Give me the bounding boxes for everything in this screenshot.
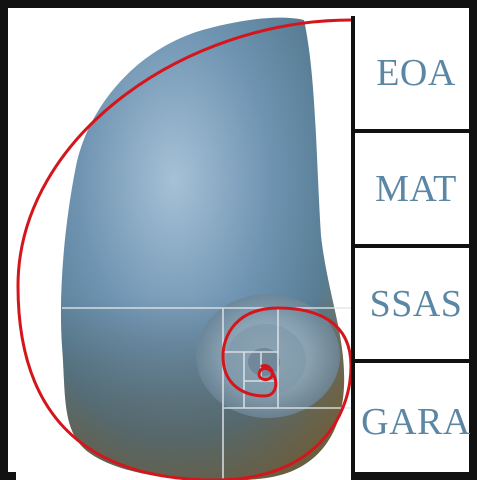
label-cell-ssas: SSAS xyxy=(355,248,477,359)
golden-spiral-shell-graphic xyxy=(16,16,351,480)
label-cell-gara: GARA xyxy=(355,363,477,480)
label-cell-eoa: EOA xyxy=(355,16,477,129)
label-mat: MAT xyxy=(375,170,457,208)
label-eoa: EOA xyxy=(376,54,456,92)
label-ssas: SSAS xyxy=(370,285,463,323)
label-column: EOA MAT SSAS GARA xyxy=(355,16,477,480)
shell-illustration xyxy=(16,16,351,480)
label-gara: GARA xyxy=(361,403,471,441)
label-cell-mat: MAT xyxy=(355,133,477,244)
